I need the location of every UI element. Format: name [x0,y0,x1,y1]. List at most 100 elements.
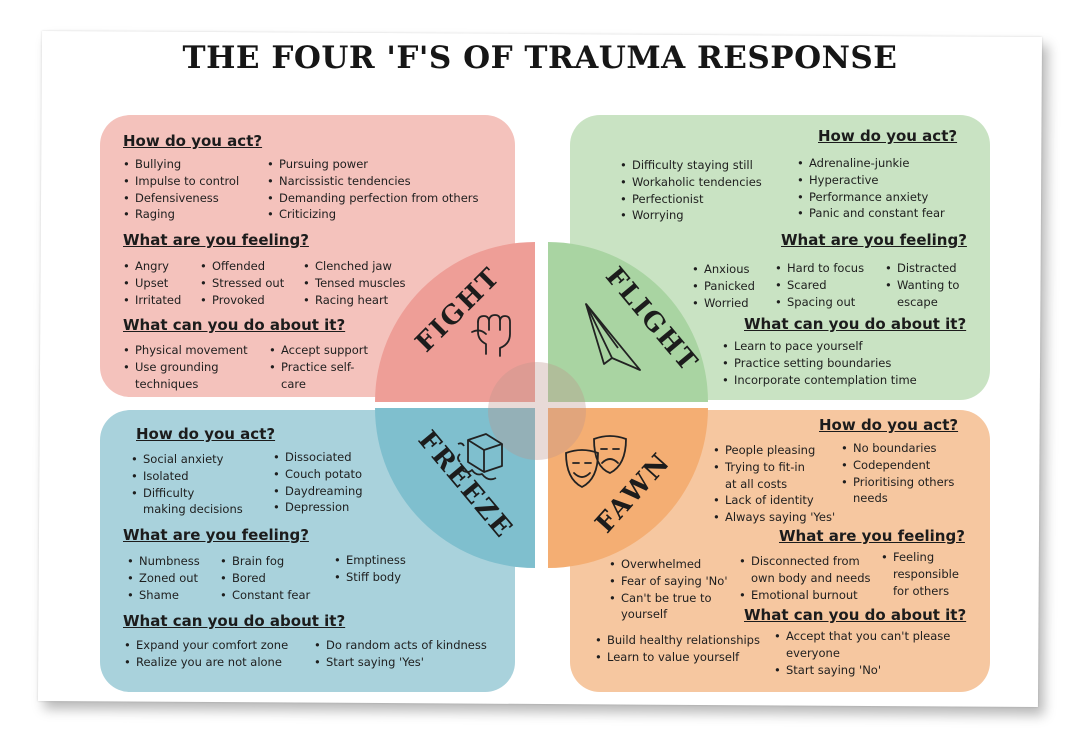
list-item: Stiff body [333,569,406,586]
flight-act-col-2: Adrenaline-junkieHyperactivePerformance … [796,155,945,222]
list-item: Dissociated [272,449,363,466]
fight-act-heading: How do you act? [123,132,263,150]
theater-masks-icon [565,435,627,489]
list-item: Spacing out [774,294,864,311]
fawn-feel-heading: What are you feeling? [779,527,965,545]
list-item: Stressed out [199,275,284,292]
list-item: Demanding perfection from others [266,190,479,207]
list-item: Practice setting boundaries [721,355,917,372]
ice-cube-icon [457,433,503,481]
list-item: Tensed muscles [302,275,406,292]
list-item: Social anxiety [130,451,243,468]
freeze-act-heading: How do you act? [136,425,276,443]
fight-act-col-1: BullyingImpulse to controlDefensivenessR… [122,156,239,223]
flight-act-heading: How do you act? [818,127,958,145]
list-item: Constant fear [219,587,310,604]
list-item: Overwhelmed [608,556,727,573]
list-item: Distracted [884,260,959,277]
list-item: Shame [126,587,200,604]
list-item: Start saying 'No' [773,662,950,679]
flight-do-col-1: Learn to pace yourselfPractice setting b… [721,338,917,388]
freeze-feel-col-1: NumbnessZoned outShame [126,553,200,603]
flight-act-col-1: Difficulty staying stillWorkaholic tende… [619,157,762,224]
list-item: Build healthy relationships [594,632,760,649]
list-item: Start saying 'Yes' [313,654,487,671]
fight-do-heading: What can you do about it? [123,316,346,334]
fight-act-col-2: Pursuing powerNarcissistic tendenciesDem… [266,156,479,223]
fight-feel-col-2: OffendedStressed outProvoked [199,258,284,308]
list-item: Hard to focus [774,260,864,277]
list-item: No boundaries [840,440,954,457]
list-item: Offended [199,258,284,275]
list-item: Lack of identity [712,492,835,509]
list-item: Expand your comfort zone [123,637,288,654]
list-item: Defensiveness [122,190,239,207]
list-item: Learn to value yourself [594,649,760,666]
list-item: Bullying [122,156,239,173]
list-item: Raging [122,206,239,223]
list-item: Emotional burnout [738,587,871,604]
list-item: Perfectionist [619,191,762,208]
list-item: Emptiness [333,552,406,569]
fight-feel-col-3: Clenched jawTensed musclesRacing heart [302,258,406,308]
flight-feel-heading: What are you feeling? [781,231,967,249]
list-item: Racing heart [302,292,406,309]
list-item: Anxious [691,261,755,278]
list-item: Realize you are not alone [123,654,288,671]
list-item: Bored [219,570,310,587]
list-item: Couch potato [272,466,363,483]
fawn-do-col-1: Build healthy relationshipsLearn to valu… [594,632,760,666]
fight-feel-heading: What are you feeling? [123,231,309,249]
list-item: Practice self-care [268,359,368,393]
list-item: Workaholic tendencies [619,174,762,191]
fawn-act-col-2: No boundariesCodependentPrioritising oth… [840,440,954,507]
list-item: Fear of saying 'No' [608,573,727,590]
fawn-do-heading: What can you do about it? [744,606,967,624]
fawn-act-heading: How do you act? [819,416,959,434]
list-item: Daydreaming [272,483,363,500]
poster-title: THE FOUR 'F'S OF TRAUMA RESPONSE [182,40,898,76]
list-item: Performance anxiety [796,189,945,206]
list-item: Irritated [122,292,181,309]
freeze-act-col-1: Social anxietyIsolatedDifficultymaking d… [130,451,243,518]
fawn-do-col-2: Accept that you can't pleaseeveryoneStar… [773,628,950,678]
list-item: Panicked [691,278,755,295]
list-item: Do random acts of kindness [313,637,487,654]
list-item: Pursuing power [266,156,479,173]
freeze-feel-heading: What are you feeling? [123,526,309,544]
fist-icon [471,314,511,357]
paper-plane-icon [585,303,641,371]
list-item: Zoned out [126,570,200,587]
list-item: Impulse to control [122,173,239,190]
list-item: Worried [691,295,755,312]
freeze-do-col-1: Expand your comfort zoneRealize you are … [123,637,288,671]
list-item: Brain fog [219,553,310,570]
list-item: Physical movement [122,342,248,359]
list-item: Adrenaline-junkie [796,155,945,172]
list-item: Codependent [840,457,954,474]
list-item: Accept support [268,342,368,359]
list-item: Difficulty staying still [619,157,762,174]
list-item: Always saying 'Yes' [712,509,835,526]
list-item: Scared [774,277,864,294]
list-item: Depression [272,499,363,516]
freeze-do-col-2: Do random acts of kindnessStart saying '… [313,637,487,671]
list-item: Upset [122,275,181,292]
fight-do-col-2: Accept supportPractice self-care [268,342,368,392]
list-item: Numbness [126,553,200,570]
list-item: Clenched jaw [302,258,406,275]
list-item: Panic and constant fear [796,205,945,222]
list-item: Worrying [619,207,762,224]
list-item: Learn to pace yourself [721,338,917,355]
